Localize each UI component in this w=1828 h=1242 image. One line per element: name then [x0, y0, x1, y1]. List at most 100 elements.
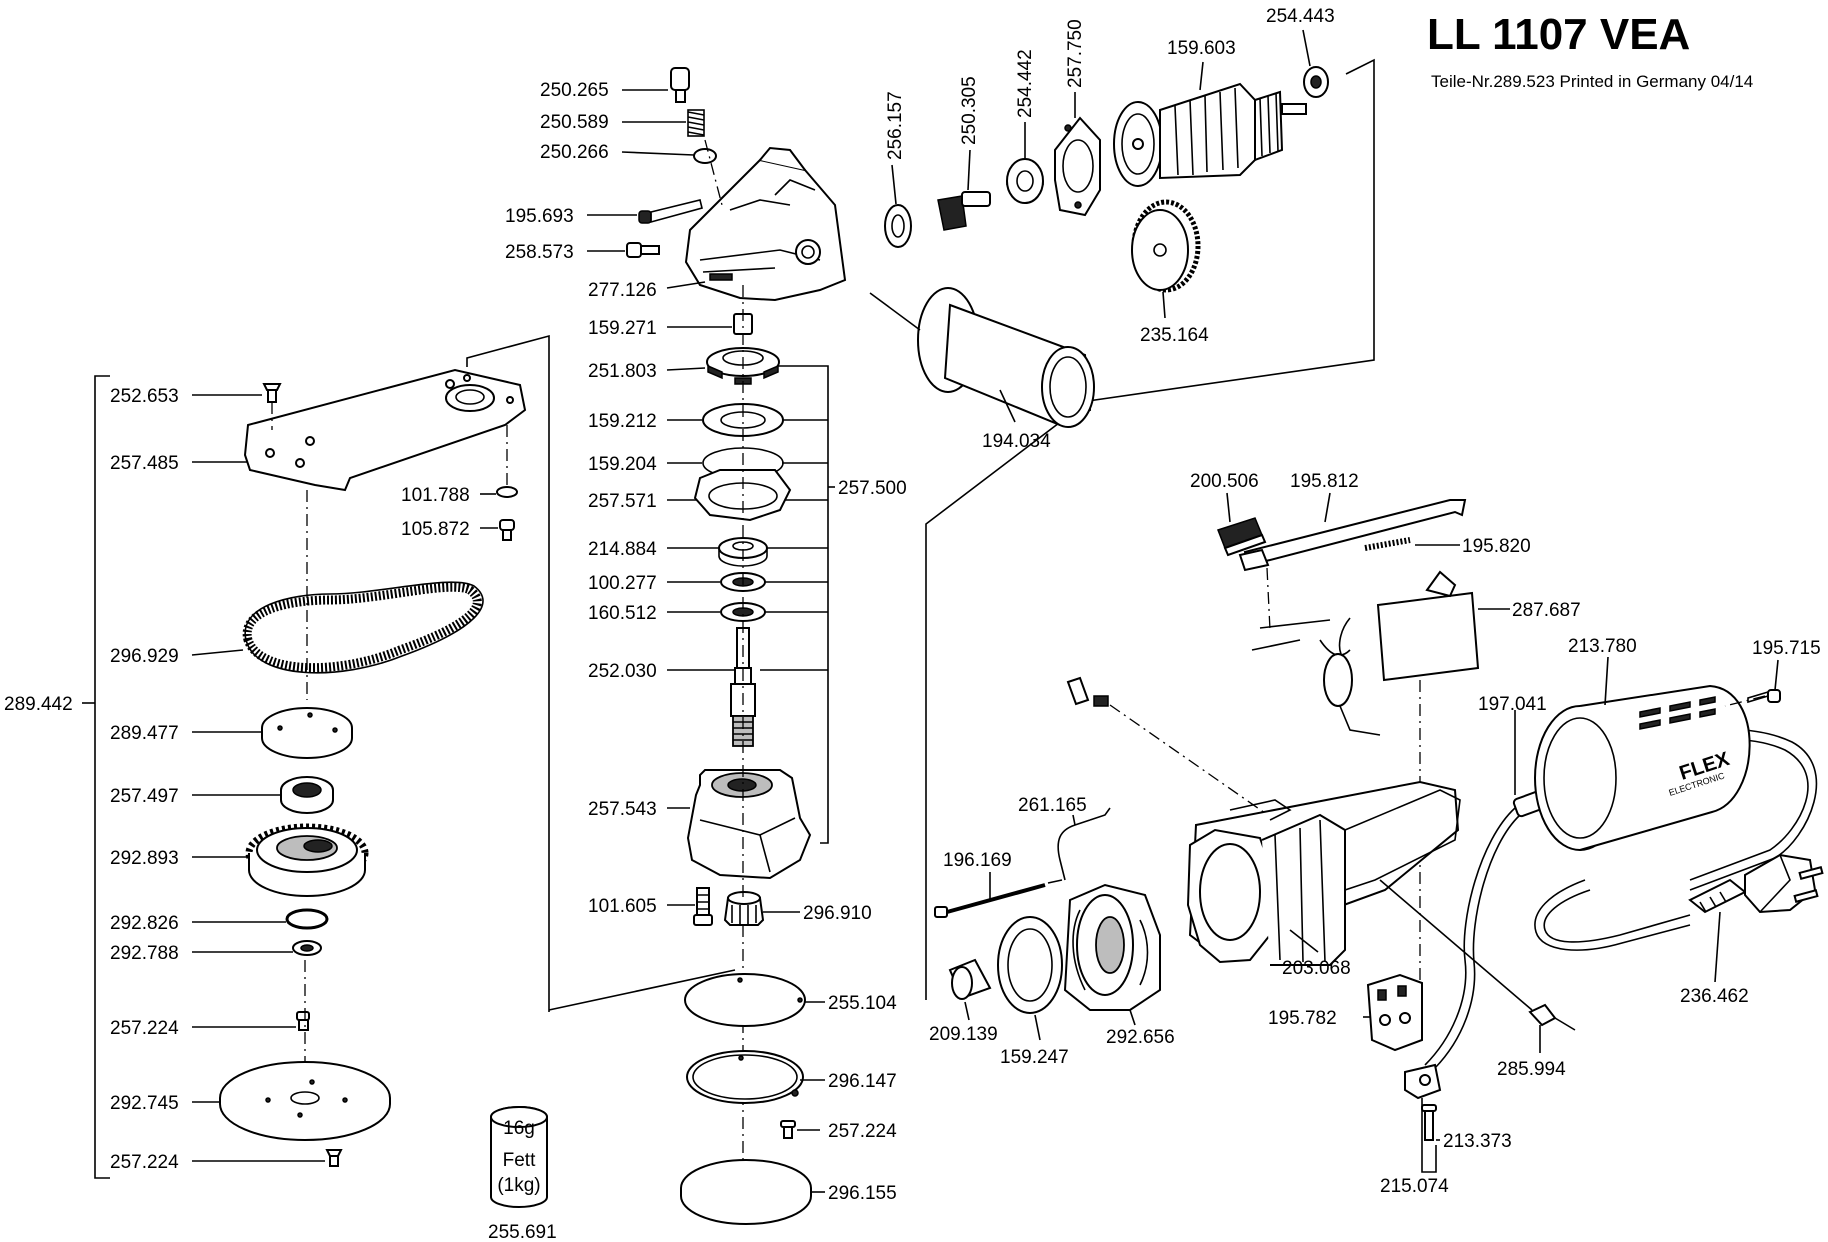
label-296147: 296.147: [828, 1071, 897, 1092]
label-252653: 252.653: [110, 386, 179, 407]
label-214884: 214.884: [588, 539, 657, 560]
label-195715: 195.715: [1752, 638, 1821, 659]
label-257543: 257.543: [588, 799, 657, 820]
cable-clamp-215074: [1404, 1063, 1442, 1100]
label-255104: 255.104: [828, 993, 897, 1014]
label-296155: 296.155: [828, 1183, 897, 1204]
grease-weight: 16g: [503, 1118, 535, 1139]
ring-256157: [884, 204, 912, 248]
label-292745: 292.745: [110, 1093, 179, 1114]
label-213780: 213.780: [1568, 636, 1637, 657]
leader-lines: [191, 29, 1779, 1193]
belt-296929: [242, 581, 484, 674]
label-257224-left: 257.224: [110, 1018, 179, 1039]
bracket-257500: [778, 365, 829, 844]
frame-left-panel: [466, 334, 736, 1012]
screw-257224-center: [780, 1120, 796, 1139]
label-296929: 296.929: [110, 646, 179, 667]
pinion-250305: [937, 191, 991, 231]
label-203068: 203.068: [1282, 958, 1351, 979]
screw-252653: [262, 383, 282, 403]
grease-label-line1: Fett: [503, 1150, 536, 1171]
electronics-module-287687: [1251, 570, 1480, 736]
gear-292893: [245, 823, 369, 897]
label-215074: 215.074: [1380, 1176, 1449, 1197]
label-105872: 105.872: [401, 519, 470, 540]
label-159271: 159.271: [588, 318, 657, 339]
label-159603: 159.603: [1167, 38, 1236, 59]
label-257500: 257.500: [838, 478, 907, 499]
nut-296910: [723, 891, 765, 926]
label-254442: 254.442: [1015, 49, 1036, 118]
part-labels: 250.265 250.589 250.266 195.693 258.573 …: [4, 6, 1821, 1242]
label-250589: 250.589: [540, 112, 609, 133]
label-160512: 160.512: [588, 603, 657, 624]
washer-292788: [292, 940, 322, 956]
label-289442: 289.442: [4, 694, 73, 715]
motor-cover-213780: [1534, 684, 1751, 851]
label-195812: 195.812: [1290, 471, 1359, 492]
label-277126: 277.126: [588, 280, 657, 301]
screw-101605: [693, 887, 713, 926]
bearing-254443: [1303, 66, 1329, 98]
label-200506: 200.506: [1190, 471, 1259, 492]
label-257485: 257.485: [110, 453, 179, 474]
plate-257485: [243, 368, 527, 492]
label-285994: 285.994: [1497, 1059, 1566, 1080]
gear-235164: [1131, 199, 1201, 293]
label-236462: 236.462: [1680, 986, 1749, 1007]
bracket-289442: [94, 375, 110, 1179]
washer-101788: [496, 486, 518, 498]
screw-105872: [499, 519, 515, 541]
flange-257750: [1054, 116, 1101, 217]
label-292893: 292.893: [110, 848, 179, 869]
label-292656: 292.656: [1106, 1027, 1175, 1048]
label-292788: 292.788: [110, 943, 179, 964]
screw-213373: [1421, 1104, 1437, 1141]
seal-257497: [280, 776, 334, 814]
spring-195820: [1364, 537, 1411, 551]
label-257224-bottom: 257.224: [110, 1152, 179, 1173]
screw-195693: [638, 199, 703, 224]
clip-285994: [1528, 1003, 1576, 1031]
model-title: LL 1107 VEA: [1427, 10, 1691, 59]
label-287687: 287.687: [1512, 600, 1581, 621]
switch-195782: [1366, 973, 1423, 1052]
long-screw-196169: [934, 883, 1046, 918]
label-159204: 159.204: [588, 454, 657, 475]
label-197041: 197.041: [1478, 694, 1547, 715]
label-261165: 261.165: [1018, 795, 1087, 816]
armature-159603: [1113, 82, 1307, 187]
label-296910: 296.910: [803, 903, 872, 924]
grease-label-line2: (1kg): [497, 1175, 540, 1196]
stator-292656: [1063, 883, 1161, 1011]
label-196169: 196.169: [943, 850, 1012, 871]
part-number-subtitle: Teile-Nr.289.523 Printed in Germany 04/1…: [1431, 72, 1754, 91]
bushing-209139: [948, 958, 992, 1000]
label-101605: 101.605: [588, 896, 657, 917]
label-254443: 254.443: [1266, 6, 1335, 27]
screw-258573: [626, 242, 660, 258]
label-100277: 100.277: [588, 573, 657, 594]
oring-292826: [285, 908, 329, 930]
label-159247: 159.247: [1000, 1047, 1069, 1068]
label-195693: 195.693: [505, 206, 574, 227]
label-195820: 195.820: [1462, 536, 1531, 557]
side-handle-194034: [917, 287, 1095, 428]
screw-250265: [670, 67, 690, 103]
label-257224-center: 257.224: [828, 1121, 897, 1142]
label-289477: 289.477: [110, 723, 179, 744]
label-250266: 250.266: [540, 142, 609, 163]
bearing-254442: [1006, 158, 1044, 204]
label-292826: 292.826: [110, 913, 179, 934]
gasket-159247: [997, 916, 1063, 1014]
plug-236462: [1688, 853, 1824, 914]
lead-wire-261165: [1047, 807, 1111, 884]
screw-257224-left: [296, 1011, 310, 1031]
spring-250589: [687, 109, 705, 137]
disc-296147: [686, 1050, 804, 1104]
grease-can-255691: [490, 1106, 548, 1208]
gear-housing-277126: [684, 146, 847, 302]
